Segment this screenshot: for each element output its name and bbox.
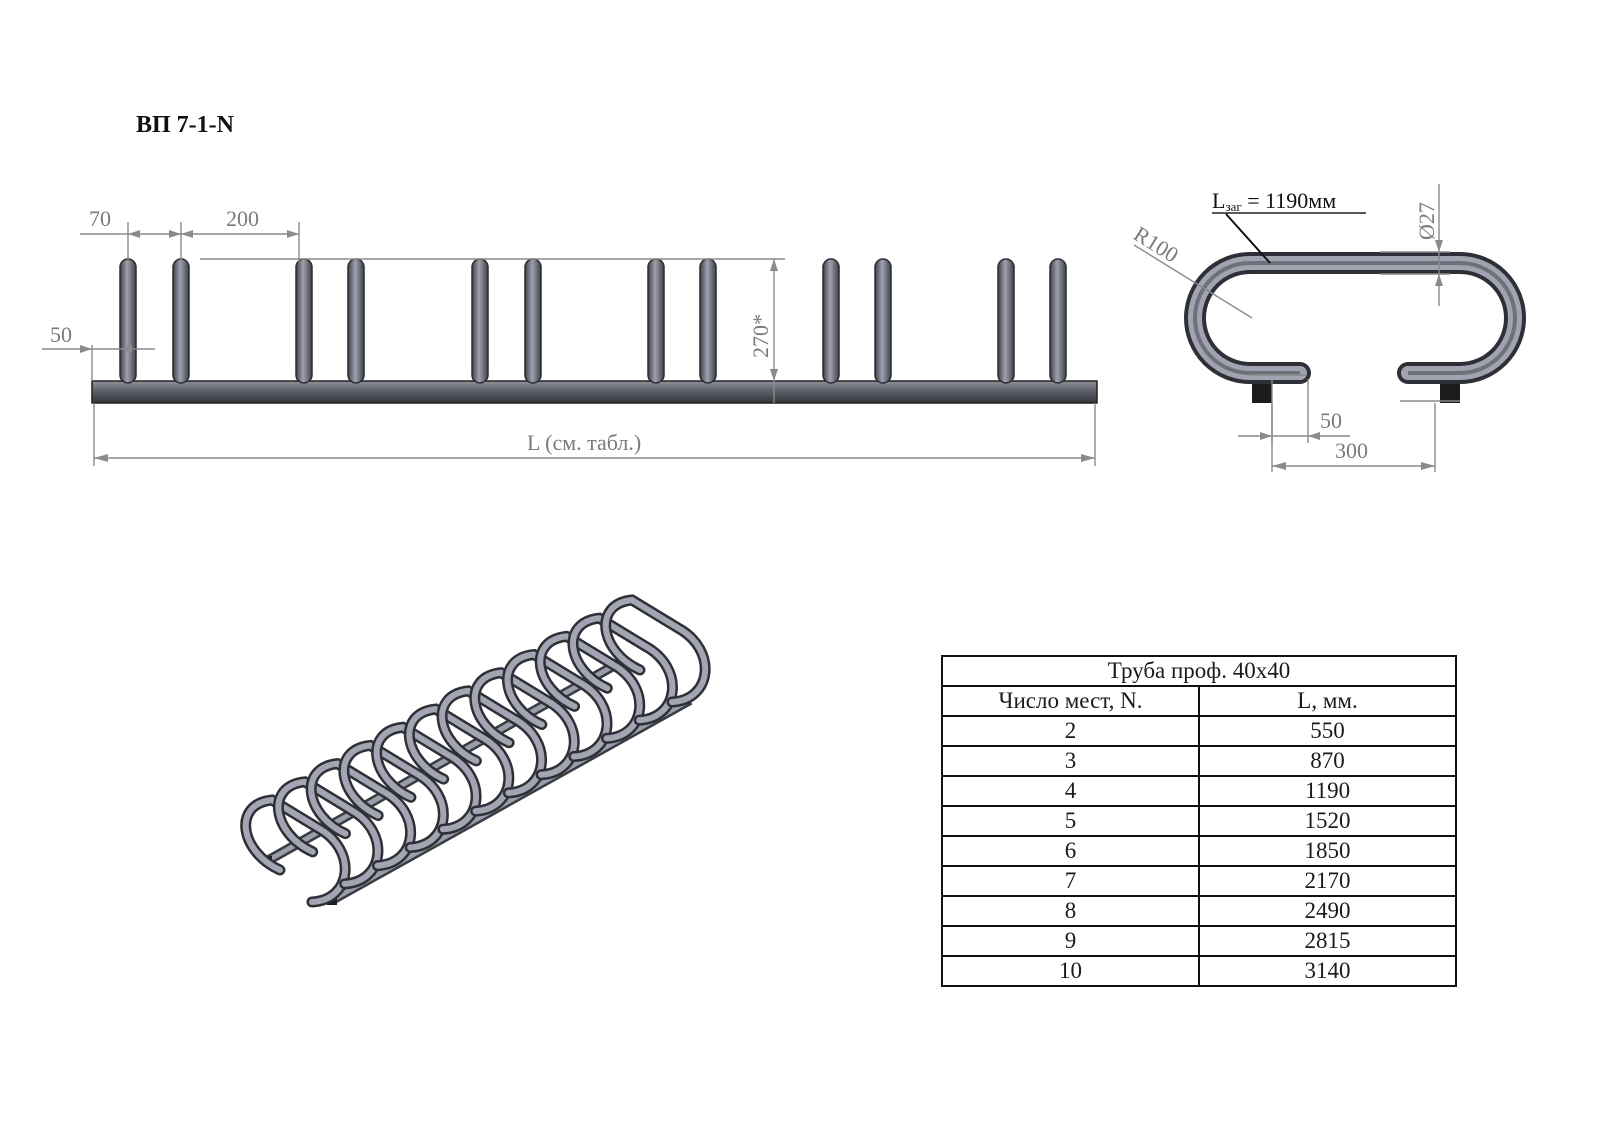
blank-length-pointer <box>1225 213 1271 264</box>
post <box>524 258 542 384</box>
loop-tube-highlight <box>1188 256 1522 380</box>
iso-loop-highlight <box>373 724 479 833</box>
dim-arrow <box>1435 274 1443 286</box>
table-cell: 2815 <box>1198 925 1457 957</box>
table-header-seats: Число мест, N. <box>940 685 1201 717</box>
post <box>119 258 137 384</box>
loop-tube-shade <box>1193 261 1517 375</box>
post <box>471 258 489 384</box>
table-cell: 2490 <box>1198 895 1457 927</box>
iso-loop-highlight <box>341 742 447 851</box>
table-cell: 1520 <box>1198 805 1457 837</box>
isometric-view <box>240 594 711 908</box>
iso-loop-highlight <box>406 706 512 815</box>
table-cell: 3140 <box>1198 955 1457 987</box>
table-cell: 2 <box>940 715 1201 747</box>
dim-label-L: L (см. табл.) <box>527 430 641 455</box>
dim-arrow <box>80 345 92 353</box>
iso-loop-highlight <box>275 778 381 887</box>
dim-arrow <box>120 345 132 353</box>
dim-arrow <box>1421 462 1435 470</box>
post <box>699 258 717 384</box>
dim-arrow <box>770 259 778 271</box>
dim-arrow <box>1081 454 1095 462</box>
table-header-length: L, мм. <box>1198 685 1457 717</box>
dim-label-270: 270* <box>748 314 773 358</box>
base-beam <box>91 380 1098 404</box>
dim-arrow <box>94 454 108 462</box>
table-cell: 1850 <box>1198 835 1457 867</box>
foot-right <box>1440 379 1460 403</box>
iso-loops-group <box>240 594 711 908</box>
dim-arrow <box>1308 432 1320 440</box>
table-cell: 550 <box>1198 715 1457 747</box>
table-cell: 3 <box>940 745 1201 777</box>
radius-label: R100 <box>1129 221 1183 267</box>
dim-arrow <box>169 230 181 238</box>
dim-arrow <box>181 230 193 238</box>
dim-foot-label: 50 <box>1320 408 1342 433</box>
table-cell: 9 <box>940 925 1201 957</box>
front-view: 70 200 50 270* L (см. табл.) <box>42 206 1098 466</box>
table-cell: 6 <box>940 835 1201 867</box>
table-caption: Труба проф. 40х40 <box>941 655 1457 687</box>
dim-label-70: 70 <box>89 206 111 231</box>
dim-arrow <box>128 230 140 238</box>
table-cell: 5 <box>940 805 1201 837</box>
iso-loop-highlight <box>308 760 414 869</box>
table-cell: 2170 <box>1198 865 1457 897</box>
length-table: Труба проф. 40х40 Число мест, N. L, мм. … <box>940 655 1457 987</box>
table-cell: 1190 <box>1198 775 1457 807</box>
dim-arrow <box>770 369 778 381</box>
diameter-label: Ø27 <box>1414 202 1439 240</box>
post <box>295 258 313 384</box>
post <box>997 258 1015 384</box>
iso-loop-highlight <box>537 633 643 742</box>
iso-loop-highlight <box>602 596 708 705</box>
table-cell: 10 <box>940 955 1201 987</box>
foot-left <box>1252 379 1272 403</box>
dim-arrow <box>1435 240 1443 252</box>
blank-length-label: Lзаг = 1190мм <box>1212 188 1336 214</box>
table-cell: 7 <box>940 865 1201 897</box>
dim-arrow <box>1260 432 1272 440</box>
dim-base-label: 300 <box>1335 438 1368 463</box>
table-cell: 4 <box>940 775 1201 807</box>
drawing-title: ВП 7-1-N <box>136 112 234 138</box>
posts-group <box>119 258 1067 384</box>
loop-tube <box>1184 252 1526 384</box>
table-cell: 8 <box>940 895 1201 927</box>
dim-arrow <box>287 230 299 238</box>
table-cell: 870 <box>1198 745 1457 777</box>
dim-arrow <box>1272 462 1286 470</box>
dim-label-200: 200 <box>226 206 259 231</box>
post <box>1049 258 1067 384</box>
post <box>822 258 840 384</box>
post <box>172 258 190 384</box>
iso-loop-highlight <box>242 796 348 905</box>
post <box>347 258 365 384</box>
dim-label-50: 50 <box>50 322 72 347</box>
iso-loop-highlight <box>439 687 545 796</box>
side-view: Lзаг = 1190мм R100 Ø27 50 300 <box>1129 184 1526 472</box>
post <box>647 258 665 384</box>
iso-loop-highlight <box>471 669 578 778</box>
post <box>874 258 892 384</box>
radius-leader <box>1133 244 1253 319</box>
iso-loop-highlight <box>570 615 676 724</box>
iso-loop-highlight <box>504 651 610 760</box>
